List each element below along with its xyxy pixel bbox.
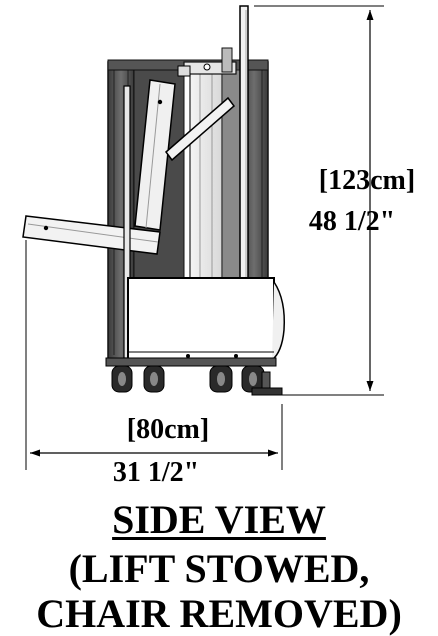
caster-wheels: [111, 365, 265, 393]
caption-title: SIDE VIEW: [112, 497, 326, 542]
width-imperial-label: 31 1/2": [113, 457, 199, 488]
diagonal-brace: [164, 96, 236, 162]
caption-subtitle-line1: (LIFT STOWED,: [68, 546, 370, 591]
lift-illustration: [22, 5, 286, 396]
width-dimension: [80cm] 31 1/2": [25, 240, 283, 488]
inner-mast-light: [189, 67, 223, 281]
swing-arm: [134, 79, 176, 231]
width-metric-label: [80cm]: [127, 414, 209, 445]
base-housing: [127, 277, 275, 361]
foot-pedal: [251, 371, 283, 396]
base-strip: [105, 357, 277, 367]
height-dimension: [123cm] 48 1/2": [254, 5, 415, 396]
handle-pole: [239, 5, 249, 287]
height-metric-label: [123cm]: [319, 165, 415, 196]
height-imperial-label: 48 1/2": [309, 206, 395, 237]
caption-subtitle-line2: CHAIR REMOVED): [36, 591, 402, 636]
